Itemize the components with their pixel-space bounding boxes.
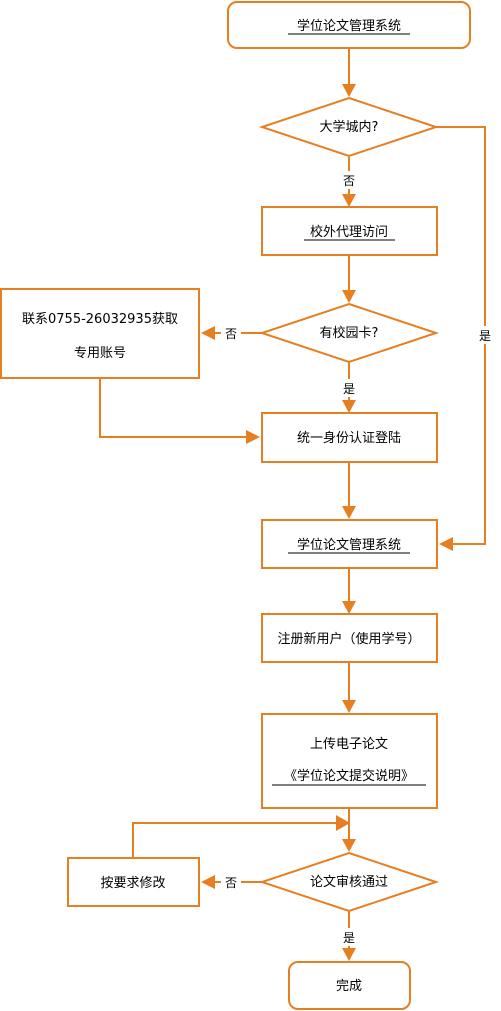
edge-revise-loop (132, 822, 336, 857)
node-start: 学位论文管理系统 (227, 1, 471, 49)
node-register-label: 注册新用户（使用学号） (277, 631, 420, 647)
node-proxy: 校外代理访问 (261, 206, 438, 256)
campus-yes-bg (475, 326, 495, 344)
label-review-no: 否 (225, 876, 237, 890)
review-yes-bg (339, 928, 359, 946)
node-start-label: 学位论文管理系统 (297, 18, 401, 34)
edge-contact-to-login (99, 378, 248, 438)
node-system: 学位论文管理系统 (261, 519, 438, 569)
card-no-bg (221, 324, 241, 342)
decision-in-campus-label: 大学城内? (320, 119, 379, 135)
arrow-contact-to-login (246, 430, 260, 444)
connectors (99, 48, 486, 961)
node-contact-line2: 专用账号 (74, 346, 126, 361)
arrow-system-to-register (342, 601, 356, 614)
arrow-proxy-to-card (342, 290, 356, 303)
arrow-revise-loop (336, 815, 350, 831)
decision-review: 论文审核通过 (258, 851, 440, 913)
node-contact-line1: 联系0755-26032935获取 (22, 312, 178, 327)
node-done: 完成 (288, 961, 411, 1010)
node-register: 注册新用户（使用学号） (261, 613, 438, 663)
label-card-no: 否 (225, 327, 237, 341)
arrow-start-to-campus (342, 84, 356, 97)
arrow-card-yes (342, 400, 356, 413)
decision-review-label: 论文审核通过 (310, 875, 388, 890)
node-unified-login: 统一身份认证登陆 (261, 412, 438, 463)
arrow-upload-to-review (342, 839, 356, 852)
node-revise-label: 按要求修改 (100, 876, 165, 891)
decision-has-card: 有校园卡? (258, 302, 440, 364)
arrow-register-to-upload (342, 700, 356, 713)
arrow-review-yes (342, 948, 356, 961)
decision-has-card-label: 有校园卡? (320, 325, 379, 341)
arrow-campus-no (342, 194, 356, 207)
node-system-label: 学位论文管理系统 (297, 537, 401, 553)
campus-no-bg (339, 171, 359, 189)
label-campus-yes: 是 (479, 329, 491, 343)
label-card-yes: 是 (343, 382, 355, 396)
label-review-yes: 是 (343, 931, 355, 945)
node-contact: 联系0755-26032935获取 专用账号 (0, 288, 200, 379)
node-upload: 上传电子论文 《学位论文提交说明》 (261, 713, 438, 809)
node-done-label: 完成 (336, 979, 362, 994)
node-upload-line2: 《学位论文提交说明》 (284, 768, 414, 784)
node-proxy-label: 校外代理访问 (310, 224, 388, 240)
edge-labels: 否 是 否 是 否 是 (221, 171, 495, 946)
decision-in-campus: 大学城内? (258, 96, 440, 158)
node-upload-line1: 上传电子论文 (310, 737, 388, 752)
card-yes-bg (339, 379, 359, 397)
arrow-login-to-system (342, 506, 356, 519)
arrow-review-no (201, 875, 215, 889)
arrow-campus-yes (439, 537, 453, 551)
review-no-bg (221, 873, 241, 891)
arrow-card-no (201, 326, 215, 340)
node-unified-login-label: 统一身份认证登陆 (297, 430, 401, 446)
label-campus-no: 否 (343, 174, 355, 188)
node-revise: 按要求修改 (67, 857, 200, 907)
